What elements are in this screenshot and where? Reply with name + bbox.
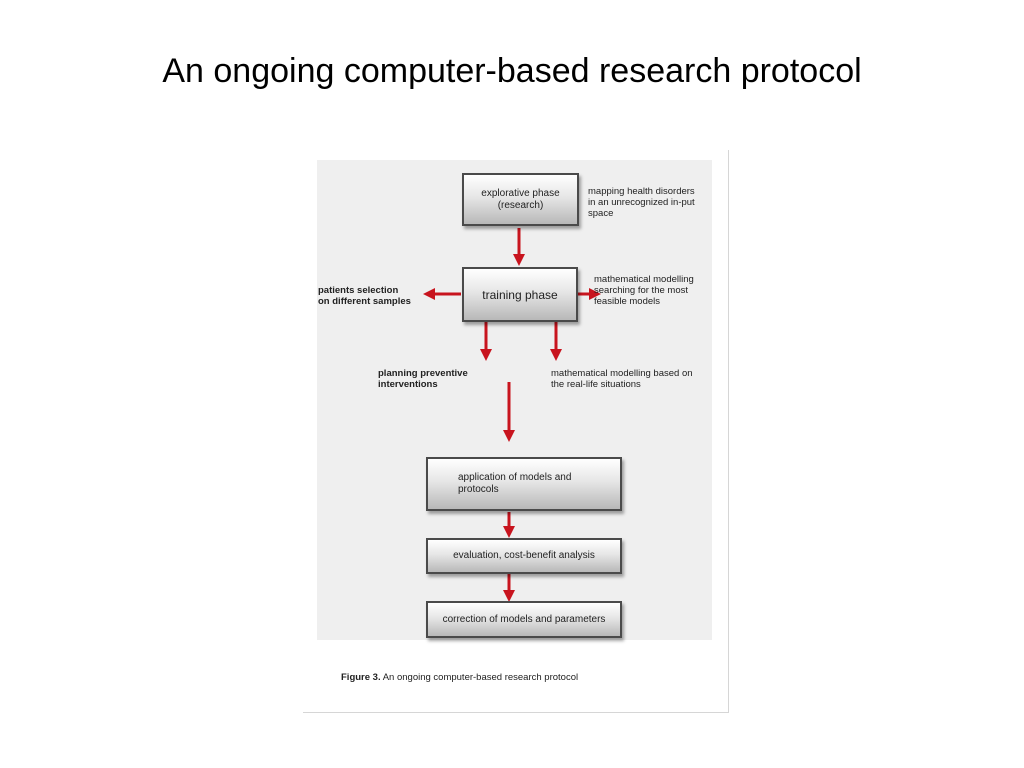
patients-note-line1: patients selection	[318, 285, 399, 296]
mapping-note-line2: in an unrecognized in-put	[588, 197, 695, 208]
planning-note-line1: planning preventive	[378, 368, 468, 379]
real-life-note-line1: mathematical modelling based on	[551, 368, 693, 379]
math-modelling-note: mathematical modelling searching for the…	[594, 274, 694, 307]
figure-caption-text: An ongoing computer-based research proto…	[380, 672, 579, 683]
application-line2: protocols	[458, 484, 499, 495]
evaluation-box: evaluation, cost-benefit analysis	[426, 538, 622, 574]
evaluation-label: evaluation, cost-benefit analysis	[453, 550, 595, 561]
explorative-phase-line1: explorative phase	[481, 187, 560, 199]
mapping-note-line1: mapping health disorders	[588, 186, 695, 197]
math-note-line3: feasible models	[594, 296, 661, 307]
mapping-note-line3: space	[588, 208, 614, 219]
arrows-layer	[423, 228, 601, 602]
figure-caption: Figure 3. An ongoing computer-based rese…	[341, 672, 578, 683]
application-line1: application of models and	[458, 472, 572, 483]
flowchart-figure: explorative phase (research) training ph…	[303, 150, 729, 713]
figure-caption-label: Figure 3.	[341, 672, 381, 683]
planning-note-line2: interventions	[378, 379, 438, 390]
application-box: application of models and protocols	[426, 457, 622, 511]
explorative-phase-line2: (research)	[497, 199, 544, 211]
planning-note: planning preventive interventions	[378, 368, 468, 390]
patients-note: patients selection on different samples	[318, 285, 411, 307]
math-note-line2: searching for the most	[594, 285, 688, 296]
math-note-line1: mathematical modelling	[594, 274, 694, 285]
correction-box: correction of models and parameters	[426, 601, 622, 638]
training-phase-label: training phase	[482, 287, 558, 302]
slide-title: An ongoing computer-based research proto…	[162, 52, 862, 90]
mapping-note: mapping health disorders in an unrecogni…	[588, 186, 695, 219]
real-life-note-line2: the real-life situations	[551, 379, 641, 390]
patients-note-line2: on different samples	[318, 296, 411, 307]
training-phase-box: training phase	[462, 267, 578, 322]
explorative-phase-box: explorative phase (research)	[462, 173, 579, 226]
correction-label: correction of models and parameters	[442, 613, 606, 625]
real-life-note: mathematical modelling based on the real…	[551, 368, 693, 390]
